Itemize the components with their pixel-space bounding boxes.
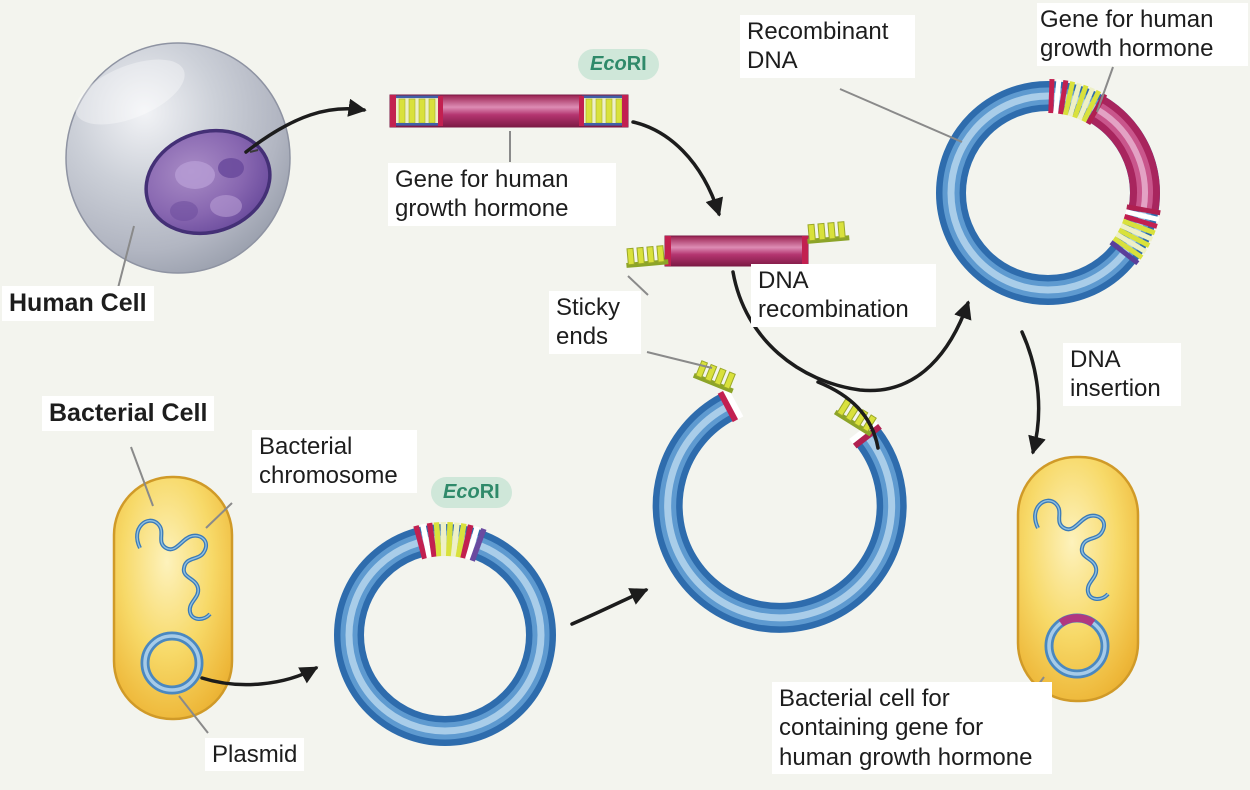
arrow-plasmid-out xyxy=(200,666,319,687)
plasmid-ring-cut xyxy=(334,521,556,746)
plasmid-label: Plasmid xyxy=(205,738,305,772)
sticky-end-left-icon xyxy=(624,244,669,269)
human-cell-illustration xyxy=(65,42,291,274)
plasmid-icon xyxy=(140,631,204,695)
ecori-rest: RI xyxy=(479,481,500,503)
recombinant-plasmid-small-icon xyxy=(1044,613,1110,679)
leader-human-cell xyxy=(117,225,135,289)
leader-recombinant-dna xyxy=(839,88,963,143)
result-bacterial-cell-illustration xyxy=(1016,455,1140,703)
sticky-end-right-icon xyxy=(805,220,850,245)
leader-bacterial-cell xyxy=(130,446,154,507)
bacterial-chromosome-label: Bacterial chromosome xyxy=(252,430,417,493)
result-cell-label: Bacterial cell for containing gene for h… xyxy=(772,682,1052,774)
bacterial-cell-illustration xyxy=(112,475,234,721)
cut-cap-left-icon xyxy=(717,388,744,423)
dna-insertion-label: DNA insertion xyxy=(1063,343,1181,406)
sticky-ends-label: Sticky ends xyxy=(549,291,641,354)
human-cell-label: Human Cell xyxy=(2,286,154,321)
ecori-badge-2: EcoRI xyxy=(431,477,512,508)
leader-sticky-1 xyxy=(627,275,649,296)
plasmid-open xyxy=(652,359,907,633)
leader-sticky-2 xyxy=(646,351,713,369)
curve-plasmid-join xyxy=(816,380,880,450)
gene-fragment-cut xyxy=(389,94,629,128)
ecori-italic: Eco xyxy=(443,481,480,503)
arrow-dna-insertion xyxy=(1020,330,1046,455)
ecori-badge-1: EcoRI xyxy=(578,49,659,80)
arrow-cut-fragment xyxy=(631,120,724,217)
recombinant-plasmid xyxy=(936,78,1161,305)
leader-nucleus xyxy=(249,149,259,153)
leader-plasmid xyxy=(178,695,209,734)
gene-hgh-right-label: Gene for human growth hormone xyxy=(1037,3,1248,66)
arrow-gene-extraction xyxy=(244,98,367,154)
ecori-rest: RI xyxy=(626,53,647,75)
cut-site-icon xyxy=(413,521,487,562)
arrow-plasmid-open xyxy=(570,588,649,626)
gene-hgh-top-label: Gene for human growth hormone xyxy=(388,163,616,226)
junction-right-icon xyxy=(1109,204,1161,266)
human-nucleus xyxy=(144,128,272,236)
leader-gene-right xyxy=(1096,66,1114,113)
bacterial-cell-label: Bacterial Cell xyxy=(42,396,215,431)
leader-bacterial-chromosome xyxy=(205,502,233,529)
ecori-italic: Eco xyxy=(590,53,627,75)
dna-recombination-label: DNA recombination xyxy=(751,264,936,327)
recombinant-dna-label: Recombinant DNA xyxy=(740,15,915,78)
gene-fragment-sticky-ends xyxy=(624,220,850,269)
